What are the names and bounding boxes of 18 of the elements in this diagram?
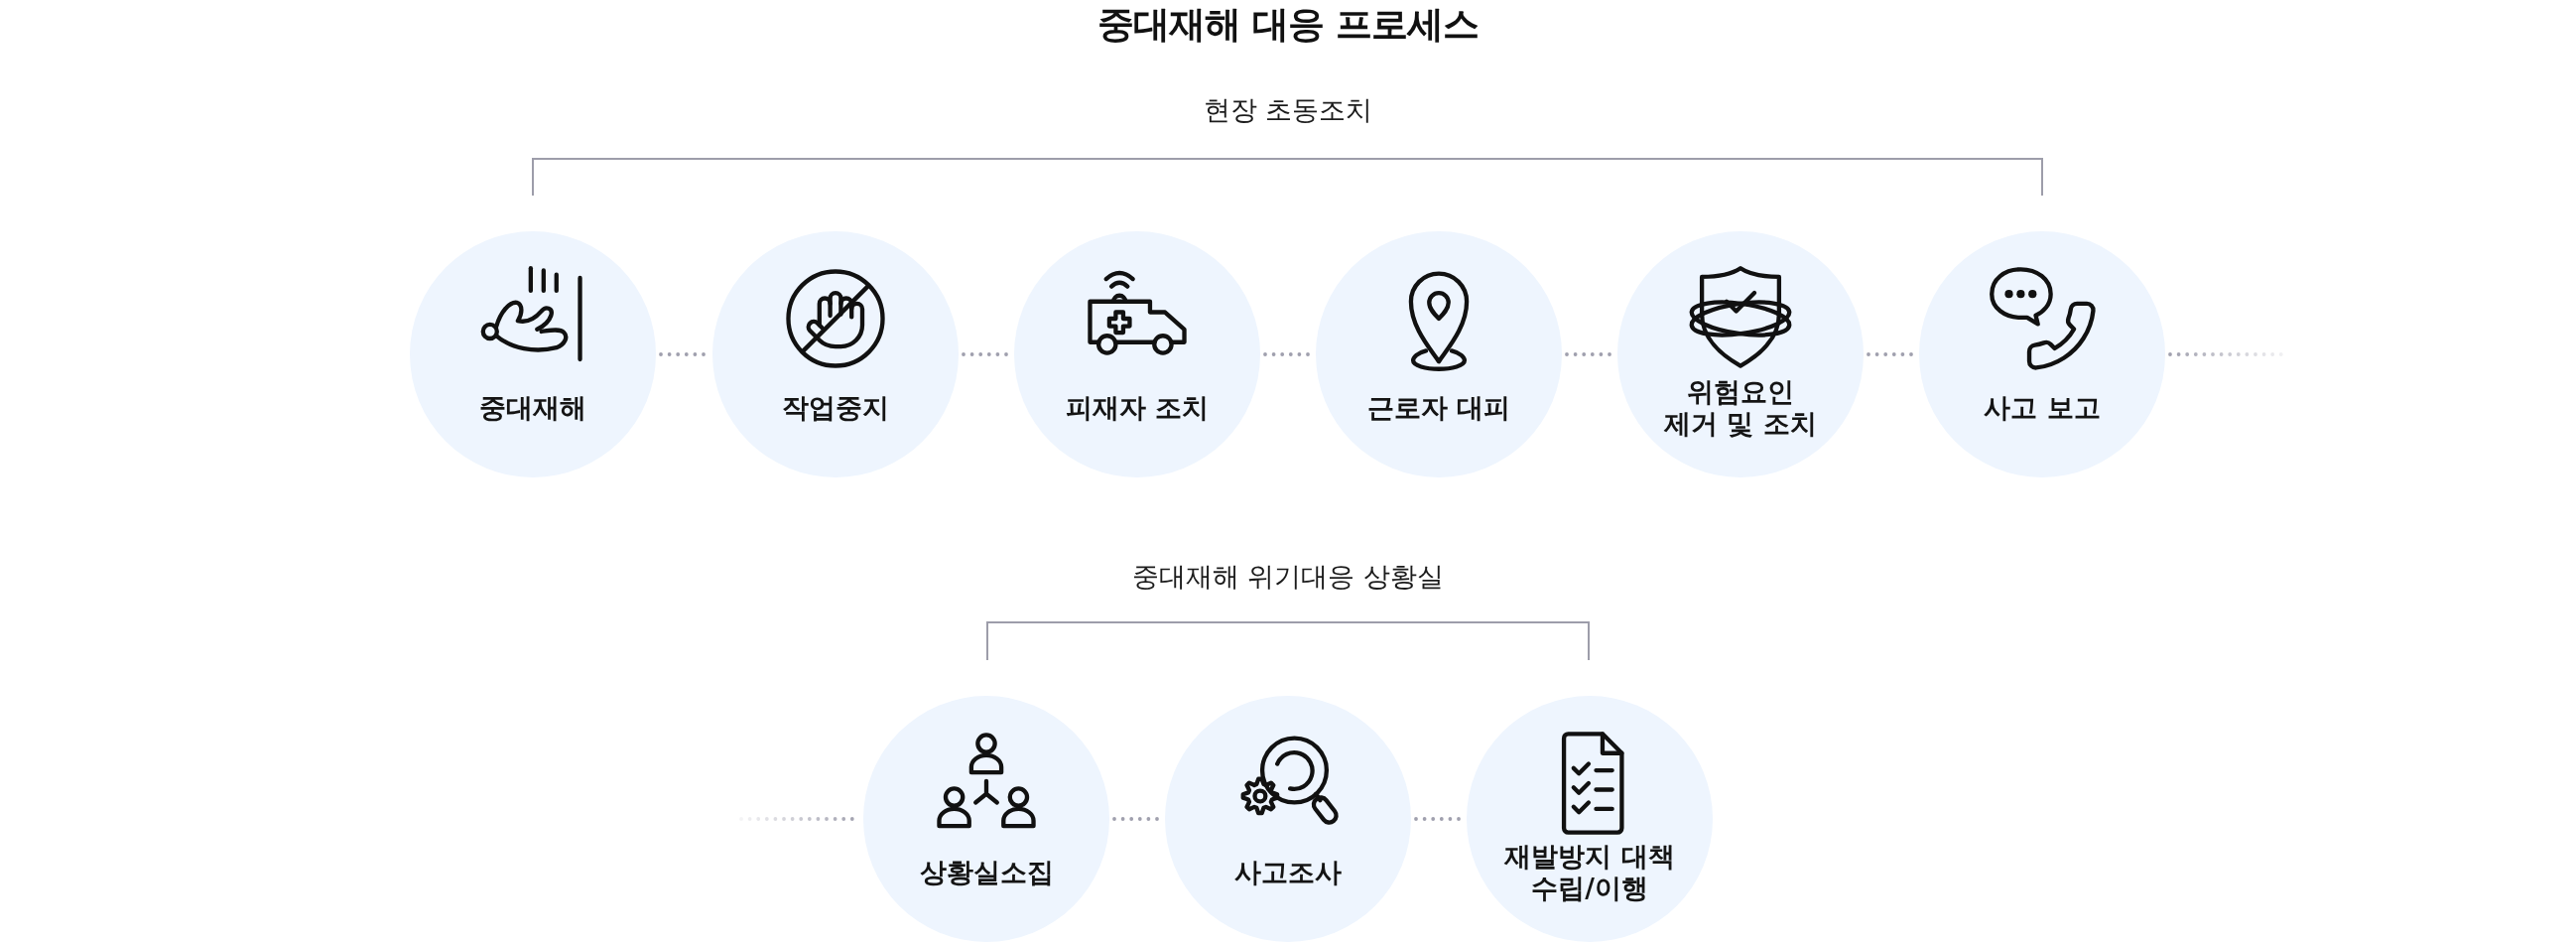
group-heading: 현장 초동조치 xyxy=(1203,93,1373,127)
dotted-connector xyxy=(962,352,1011,356)
diagram-title: 중대재해 대응 프로세스 xyxy=(1097,3,1479,48)
step-label: 근로자 대피 xyxy=(1366,392,1511,424)
step-label: 작업중지 xyxy=(782,392,889,424)
step-label: 중대재해 xyxy=(479,392,586,424)
dotted-connector xyxy=(1565,352,1614,356)
step-label: 재발방지 대책 수립/이행 xyxy=(1503,841,1676,904)
dotted-connector xyxy=(1263,352,1313,356)
dotted-connector xyxy=(1867,352,1916,356)
step-label: 사고 보고 xyxy=(1984,392,2101,424)
step-label: 위험요인 제거 및 조치 xyxy=(1663,376,1818,440)
step-label: 사고조사 xyxy=(1234,857,1342,888)
step-label: 피재자 조치 xyxy=(1065,392,1210,424)
step-label: 상황실소집 xyxy=(919,857,1054,888)
dotted-connector xyxy=(1112,817,1162,821)
group-heading: 중대재해 위기대응 상황실 xyxy=(1131,560,1445,594)
dotted-connector xyxy=(1414,817,1464,821)
